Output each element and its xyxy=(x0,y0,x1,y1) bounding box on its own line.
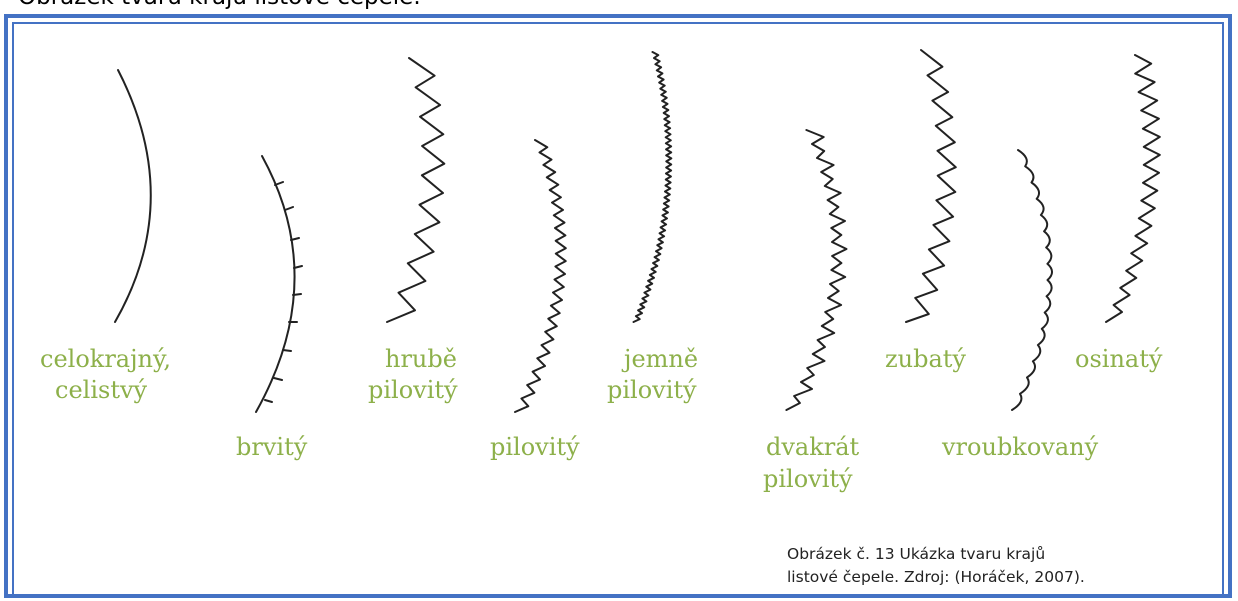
curve-celokrajny xyxy=(115,70,151,322)
curve-osinaty xyxy=(1106,55,1160,322)
label-hrube-line2: pilovitý xyxy=(368,376,458,404)
label-zubaty: zubatý xyxy=(885,345,966,373)
label-hrube-line1: hrubě xyxy=(385,345,457,373)
curve-vroubkovany xyxy=(1012,150,1052,410)
caption-line-2: listové čepele. Zdroj: (Horáček, 2007). xyxy=(787,566,1085,589)
caption-line-1: Obrázek č. 13 Ukázka tvaru krajů xyxy=(787,543,1085,566)
figure-caption: Obrázek č. 13 Ukázka tvaru krajů listové… xyxy=(787,543,1085,589)
curve-hrube-pilovity xyxy=(387,58,444,322)
curve-pilovity xyxy=(515,140,566,412)
label-celokrajny-line2: celistvý xyxy=(55,376,148,404)
label-pilovity: pilovitý xyxy=(490,433,580,461)
label-jemne-line2: pilovitý xyxy=(607,376,697,404)
label-osinaty: osinatý xyxy=(1075,345,1163,373)
label-dvakrat-line1: dvakrát xyxy=(766,433,860,461)
label-brvity: brvitý xyxy=(236,433,308,461)
label-dvakrat-line2: pilovitý xyxy=(763,465,853,493)
curve-jemne-pilovity xyxy=(634,52,672,322)
curve-brvity xyxy=(256,156,302,412)
label-celokrajny-line1: celokrajný, xyxy=(40,345,171,373)
curve-zubaty xyxy=(906,50,956,322)
curve-dvakrat-pilovity xyxy=(786,130,846,410)
label-vroubkovany: vroubkovaný xyxy=(941,433,1099,461)
label-jemne-line1: jemně xyxy=(621,345,698,373)
